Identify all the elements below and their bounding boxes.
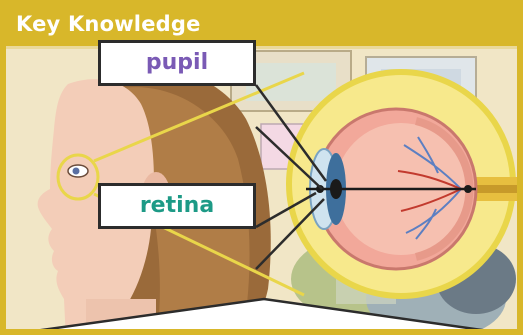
card-header: Key Knowledge	[6, 6, 517, 49]
retina-label: retina	[98, 183, 256, 229]
retina-label-text: retina	[140, 193, 214, 218]
pupil-label-text: pupil	[146, 50, 208, 75]
header-title: Key Knowledge	[16, 12, 201, 36]
pupil-label: pupil	[98, 40, 256, 86]
eye-illustration	[6, 49, 517, 335]
